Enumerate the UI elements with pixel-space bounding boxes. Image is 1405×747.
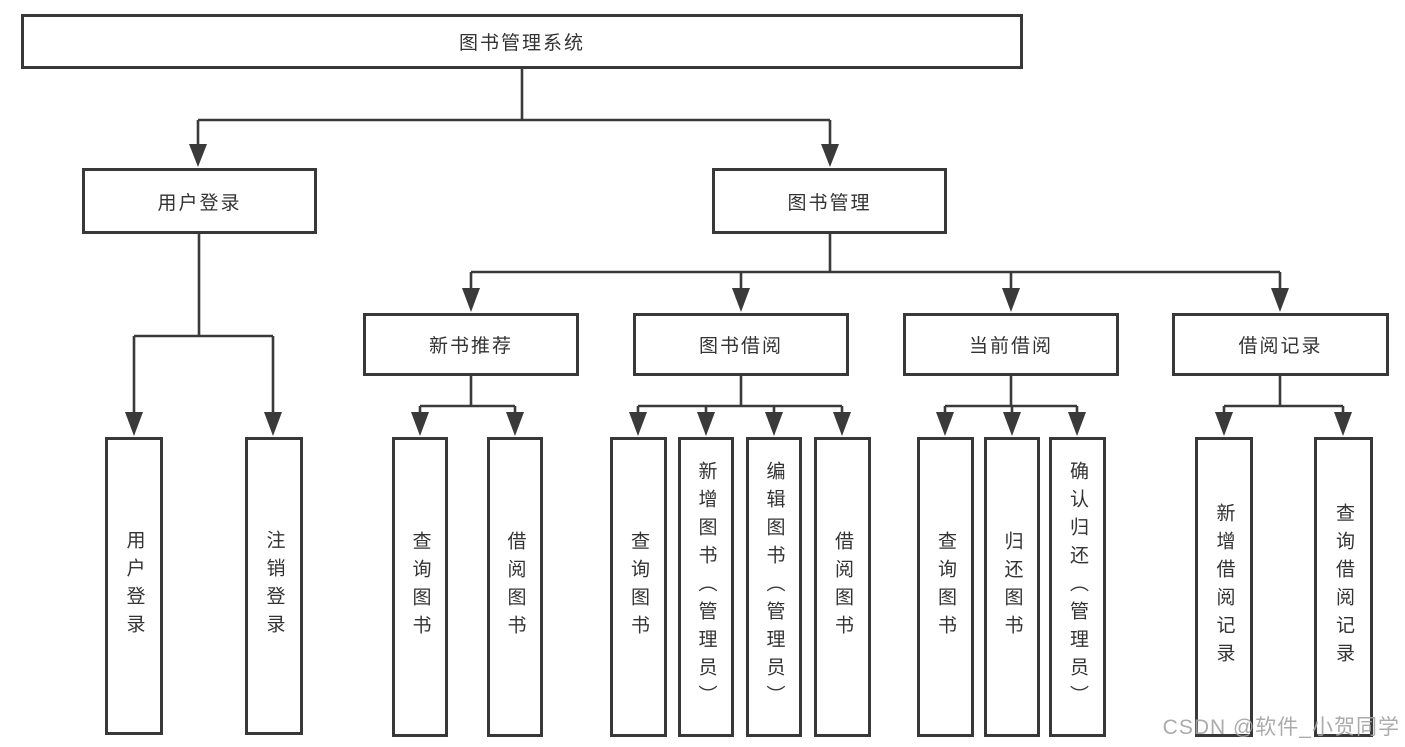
arrowhead-down-icon <box>732 288 750 312</box>
arrowhead-down-icon <box>629 412 647 436</box>
arrowhead-down-icon <box>1003 412 1021 436</box>
arrowhead-down-icon <box>821 144 839 167</box>
node-query-books-current: 查询图书 <box>917 437 974 737</box>
node-user-login: 用户登录 <box>82 168 317 234</box>
arrowhead-down-icon <box>936 412 954 436</box>
node-borrow-books-leaf: 借阅图书 <box>814 437 871 737</box>
node-label: 用户登录 <box>157 192 242 214</box>
arrowhead-down-icon <box>765 412 783 436</box>
node-new-book-recommend: 新书推荐 <box>363 313 579 376</box>
connector-book-management-split <box>469 234 1282 306</box>
node-current-borrowing: 当前借阅 <box>903 313 1119 376</box>
arrowhead-down-icon <box>1271 288 1289 312</box>
arrowhead-down-icon <box>462 288 480 312</box>
node-query-borrow-record: 查询借阅记录 <box>1314 437 1373 737</box>
node-logout-leaf: 注销登录 <box>245 437 303 735</box>
node-add-book-admin: 新增图书（管理员） <box>678 437 734 737</box>
watermark: CSDN @软件_小贺同学 <box>1162 716 1400 739</box>
node-label: 图书管理系统 <box>458 33 585 54</box>
node-user-login-leaf: 用户登录 <box>105 437 163 735</box>
arrowhead-down-icon <box>1002 288 1020 312</box>
node-library-management-system: 图书管理系统 <box>21 14 1023 69</box>
connector-user-login-split <box>132 234 275 430</box>
node-book-borrowing: 图书借阅 <box>633 313 849 376</box>
node-label: 查询图书 <box>409 531 431 643</box>
connector-borrow-records-split <box>1222 376 1345 430</box>
node-edit-book-admin: 编辑图书（管理员） <box>746 437 802 737</box>
node-label: 借阅记录 <box>1238 336 1323 357</box>
arrowhead-down-icon <box>264 412 282 436</box>
node-label: 查询图书 <box>935 531 956 643</box>
node-label: 用户登录 <box>123 530 145 642</box>
connector-book-borrow-split <box>636 376 844 430</box>
node-borrow-books-recommend: 借阅图书 <box>487 437 543 737</box>
node-book-management: 图书管理 <box>712 168 947 234</box>
connector-root-split <box>196 69 832 162</box>
connector-new-book-split <box>418 376 517 430</box>
node-label: 当前借阅 <box>968 336 1053 357</box>
node-add-borrow-record: 新增借阅记录 <box>1195 437 1253 737</box>
node-return-book: 归还图书 <box>984 437 1040 737</box>
node-label: 新增图书（管理员） <box>695 461 717 713</box>
node-label: 图书借阅 <box>698 336 783 357</box>
arrowhead-down-icon <box>833 412 851 436</box>
node-label: 查询图书 <box>628 531 649 643</box>
node-label: 图书管理 <box>787 192 872 214</box>
arrowhead-down-icon <box>125 412 143 436</box>
node-label: 借阅图书 <box>832 531 853 643</box>
node-label: 归还图书 <box>1001 531 1023 643</box>
node-label: 借阅图书 <box>504 531 526 643</box>
arrowhead-down-icon <box>1215 412 1233 436</box>
node-query-books-borrow: 查询图书 <box>610 437 667 737</box>
node-label: 编辑图书（管理员） <box>763 461 785 713</box>
node-confirm-return-admin: 确认归还（管理员） <box>1049 437 1106 737</box>
arrowhead-down-icon <box>1334 412 1352 436</box>
node-borrowing-records: 借阅记录 <box>1172 313 1389 376</box>
node-label: 注销登录 <box>263 530 285 642</box>
arrowhead-down-icon <box>411 412 429 436</box>
node-label: 查询借阅记录 <box>1333 503 1354 671</box>
arrowhead-down-icon <box>189 144 207 167</box>
connector-current-borrow-split <box>943 376 1079 430</box>
node-query-books-recommend: 查询图书 <box>392 437 448 737</box>
arrowhead-down-icon <box>506 412 524 436</box>
node-label: 确认归还（管理员） <box>1067 461 1088 713</box>
node-label: 新增借阅记录 <box>1213 503 1235 671</box>
arrowhead-down-icon <box>1068 412 1086 436</box>
node-label: 新书推荐 <box>428 336 513 357</box>
arrowhead-down-icon <box>697 412 715 436</box>
